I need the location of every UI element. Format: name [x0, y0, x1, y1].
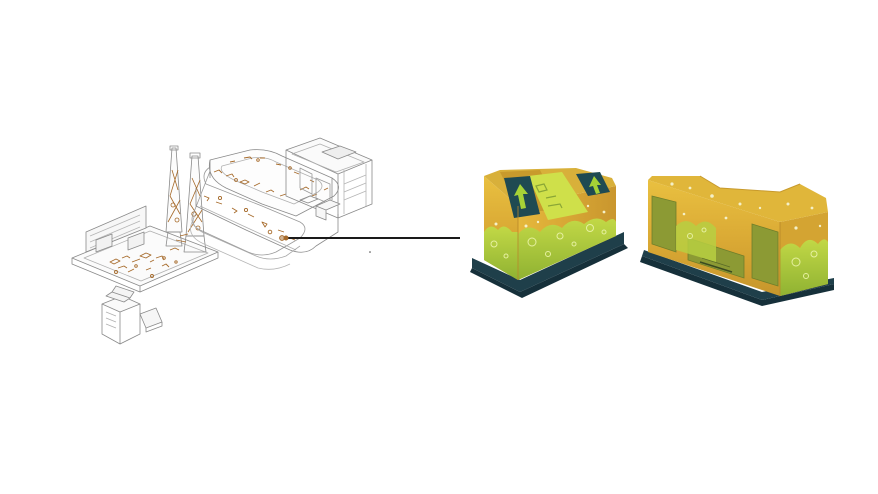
bubble-band-front — [484, 226, 518, 280]
building-block — [285, 137, 373, 219]
oval-conveyor — [190, 149, 339, 270]
bubble-band-side — [518, 218, 616, 280]
up-arrow-icon — [514, 184, 528, 209]
plant-layout-drawing — [71, 137, 373, 345]
unit-front-sloped — [470, 168, 628, 298]
access-door-right — [751, 223, 779, 287]
unit-base — [472, 232, 624, 292]
connector-anchor — [283, 235, 289, 241]
kiosk-unit — [101, 285, 163, 345]
stray-dot — [369, 251, 371, 253]
up-arrow-icon — [589, 176, 601, 194]
platform-components — [109, 247, 180, 278]
unit-back-long — [640, 175, 834, 306]
unit-base — [640, 256, 834, 306]
tower-left — [165, 145, 183, 247]
tower-right — [175, 152, 207, 253]
bubble-band-end — [780, 239, 828, 296]
vent-slot — [699, 261, 733, 273]
side-machines — [299, 195, 341, 221]
access-door-left — [651, 195, 677, 253]
conveyor-components — [203, 156, 329, 241]
